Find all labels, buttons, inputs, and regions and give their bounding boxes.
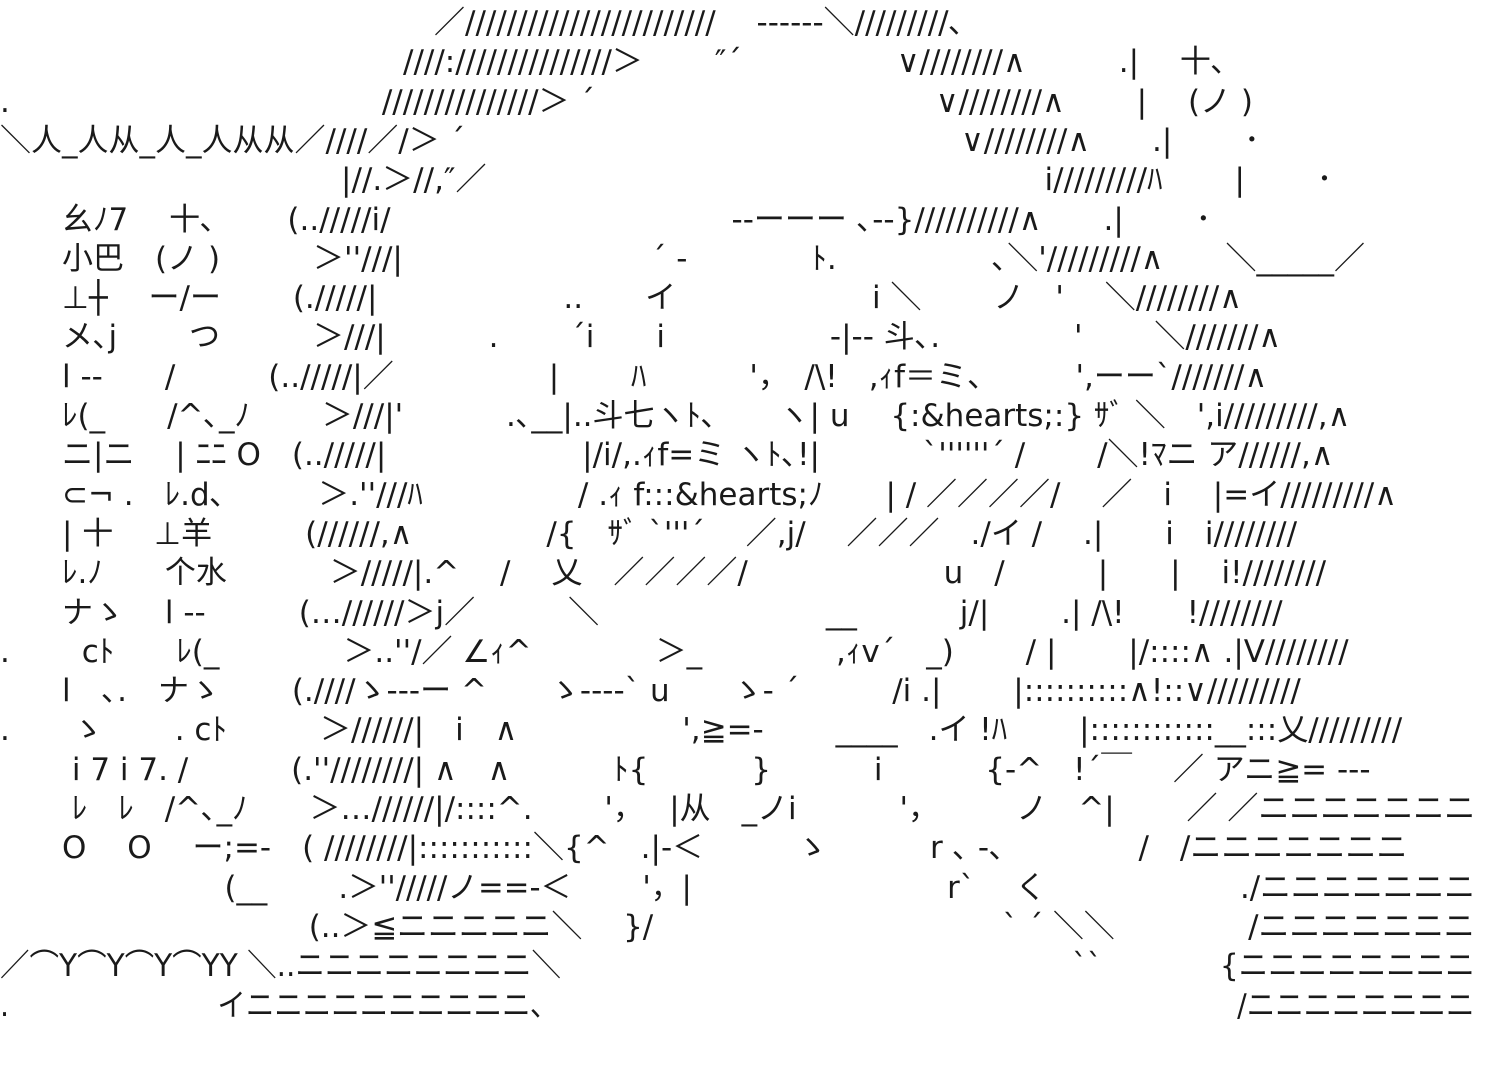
art-line: | 十 ⊥羊 (//////,∧ /{ ｻﾞ `'''´ ／,j/ ／／／ ./… bbox=[0, 515, 1298, 552]
art-line: メ､j つ ＞///| . ´i i ‐|‐‐ 斗､. ' ＼///////∧ bbox=[0, 319, 1282, 356]
art-line: . ///////////////＞ ´ ∨////////∧ | (ノ ) bbox=[0, 83, 1253, 120]
art-line: ////:///////////////＞ ″´ ∨////////∧ .| 十… bbox=[0, 44, 1227, 81]
art-line: ＼人_人从_人_人从从／////／/＞ ´ ∨////////∧ .| ･ bbox=[0, 122, 1260, 159]
art-line: l ‐‐ / (../////|／ | ﾊ '， /\! ,ｨf＝ミ、 ',ーー… bbox=[0, 358, 1268, 395]
art-line: ﾚ(_ /^､_ﾉ ＞///|' .､__|..斗七ヽﾄ､ ヽ| u {:&he… bbox=[0, 398, 1351, 434]
art-line: i 7 i 7. / (.''////////| ∧ ∧ ﾄ{ } i {‐^ … bbox=[0, 751, 1371, 788]
art-line: 幺ﾉ7 十､ (../////i/ ‐‐ーーー ､‐‐}//////////∧ … bbox=[0, 201, 1212, 238]
art-line: ﾚ.ﾉ 个水 ＞/////|.^ / 乂 ／／／／/ u / | | i!///… bbox=[0, 555, 1327, 592]
art-line: ／//////////////////////// ‐‐‐‐‐‐＼///////… bbox=[0, 5, 965, 41]
art-line: l ､. ナゝ (.////ゝ‐‐‐ー ^ ゝ‐‐‐‐` u ゝ‐ ´ /i .… bbox=[0, 673, 1301, 710]
art-line: 小巴 (ノ ) ＞''///| ´ - ﾄ. ､＼'/////////∧ ＼__… bbox=[0, 240, 1365, 277]
art-line: . cﾄ ﾚ(_ ＞..''/／ ∠ｨ^ ＞_ ,ｨv´ _) / | |/::… bbox=[0, 633, 1349, 670]
art-line: ニ|ニ | ﾆﾆ O (../////| |/i/,.ｨf=ミ ヽﾄ､!| `'… bbox=[0, 437, 1334, 474]
art-line: ﾚ ﾚ /^､_ﾉ ＞…//////|/::::^. '， |从 _ノi '， … bbox=[0, 791, 1476, 827]
art-line: ⊂¬ . ﾚ.d､ ＞.''///ﾊ / .ｨ f:::&hearts;ﾉ | … bbox=[0, 476, 1397, 513]
art-line: ナゝ l ‐‐ (…//////＞j／ ＼ __ j/| .| /\! !///… bbox=[0, 594, 1283, 631]
art-line: O O ー;=‐ ( ////////|:::::::::::＼{^ .|‐＜ … bbox=[0, 830, 1408, 867]
art-line: . ゝ . cﾄ ＞//////| i ∧ ',≧=‐ ____ .イ !ﾊ |… bbox=[0, 712, 1403, 749]
art-line: ／⌒Y⌒Y⌒Y⌒YY ＼..ニニニニニニニニ＼ `` {ニニニニニニニニ bbox=[0, 948, 1475, 985]
art-line: (__ .＞''/////ノ==‐＜ '，| r` く ./ニニニニニニニ bbox=[0, 869, 1475, 906]
art-line: (..＞≦ニニニニニ＼ }/ ` ´ ＼＼ /ニニニニニニニ bbox=[0, 908, 1475, 945]
art-line: . イニニニニニニニニニニ､ /ニニニニニニニニ bbox=[0, 987, 1475, 1024]
art-line: |//.＞//,″／ i/////////ﾊ | ･ bbox=[0, 162, 1333, 199]
art-line: ⊥┼ ー/ー (./////| .. イ i ＼ ノ ' ＼////////∧ bbox=[0, 280, 1242, 317]
